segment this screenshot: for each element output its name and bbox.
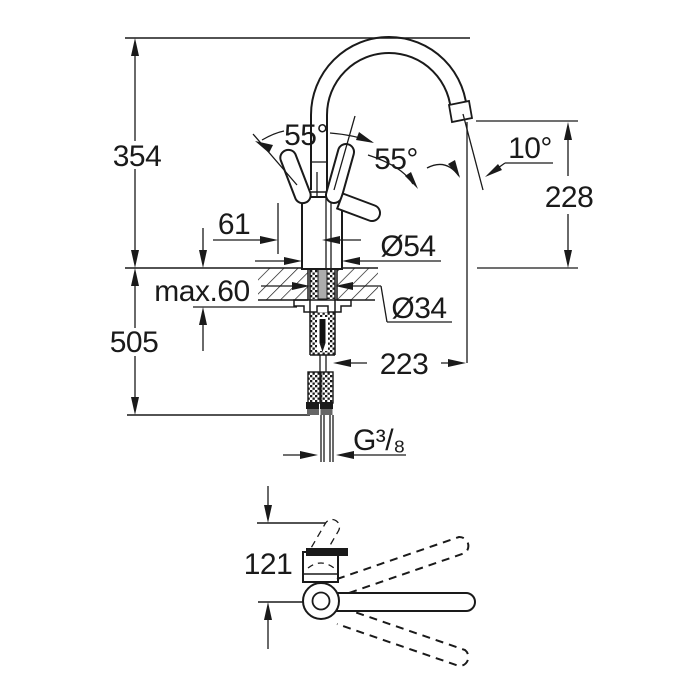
dim-label-55b: 55° bbox=[374, 143, 418, 176]
dim-topview-reach: 121 bbox=[244, 486, 293, 649]
dim-overall-height: 354 bbox=[113, 38, 162, 268]
dim-label-228: 228 bbox=[545, 181, 594, 214]
faucet-body bbox=[301, 36, 474, 270]
dim-label-o34: Ø34 bbox=[391, 292, 446, 325]
dim-lever-angle-up: 55° bbox=[252, 115, 374, 191]
mounting-assembly bbox=[293, 267, 352, 462]
top-view-spout bbox=[310, 518, 341, 556]
dim-spout-reach: 223 bbox=[333, 348, 466, 381]
top-view-lever-cap bbox=[306, 548, 348, 556]
dim-label-o54: Ø54 bbox=[380, 230, 435, 263]
dim-below-deck: 505 bbox=[110, 268, 159, 415]
side-view: 354 505 max.60 61 Ø54 bbox=[110, 36, 594, 462]
dim-stream-angle: 10° bbox=[426, 132, 553, 178]
flexible-hoses bbox=[306, 371, 334, 462]
dim-hole-diameter: Ø34 bbox=[261, 282, 452, 325]
top-view: 121 bbox=[244, 486, 476, 668]
mounting-nut bbox=[293, 299, 352, 313]
top-view-body-inner-circle bbox=[311, 591, 331, 611]
dim-label-354: 354 bbox=[113, 140, 162, 173]
dim-max-thickness: max.60 bbox=[154, 228, 297, 351]
handle-positions bbox=[279, 143, 381, 222]
dim-label-223: 223 bbox=[380, 348, 429, 381]
dim-label-g38: G³/₈ bbox=[353, 424, 405, 457]
dim-label-505: 505 bbox=[110, 326, 159, 359]
dim-label-55a: 55° bbox=[284, 119, 328, 152]
top-view-handle-swing bbox=[336, 535, 470, 668]
handle-up-left bbox=[279, 148, 312, 205]
dim-lever-angle-open: 55° bbox=[367, 143, 418, 189]
dim-label-max60: max.60 bbox=[154, 275, 249, 308]
dim-label-121: 121 bbox=[244, 548, 293, 581]
dim-body-diameter: Ø54 bbox=[255, 230, 441, 265]
dim-label-10deg: 10° bbox=[508, 132, 552, 165]
dim-outlet-height: 228 bbox=[476, 120, 594, 269]
water-stream bbox=[462, 113, 484, 363]
dim-hose-thread: G³/₈ bbox=[283, 424, 406, 459]
top-view-handle bbox=[336, 592, 476, 612]
top-view-body bbox=[302, 548, 348, 583]
spout-outlet bbox=[447, 99, 474, 124]
handle-down bbox=[335, 192, 381, 222]
mounting-stud bbox=[319, 319, 326, 343]
handle-up-right bbox=[325, 143, 355, 204]
top-view-reference-lines bbox=[257, 522, 326, 603]
dim-rear-offset: 61 bbox=[213, 203, 361, 254]
dim-label-61: 61 bbox=[218, 208, 250, 241]
